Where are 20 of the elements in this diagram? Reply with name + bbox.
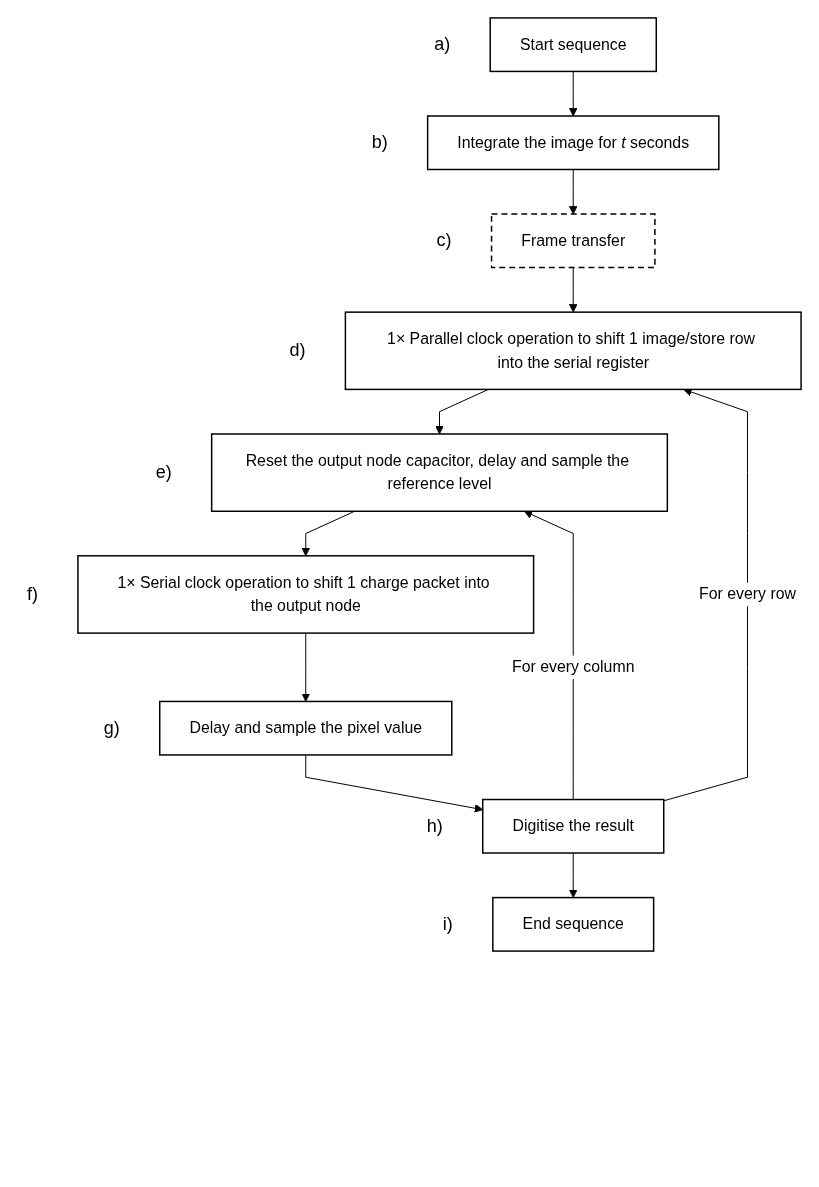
edge-label: For every row bbox=[699, 582, 796, 607]
step-letter: b) bbox=[371, 132, 388, 154]
process-box: Start sequence bbox=[489, 17, 657, 73]
step-letter: h) bbox=[426, 815, 443, 837]
step-letter: i) bbox=[442, 913, 453, 935]
step-letter: g) bbox=[103, 717, 120, 739]
step-letter: d) bbox=[289, 340, 306, 362]
process-box: End sequence bbox=[492, 896, 655, 952]
process-box: 1× Parallel clock operation to shift 1 image/store row into the serial register bbox=[344, 311, 802, 391]
process-box: 1× Serial clock operation to shift 1 charge packet into the output node bbox=[77, 555, 535, 634]
step-letter: c) bbox=[436, 230, 452, 252]
edge-label: For every column bbox=[512, 655, 635, 680]
step-letter: e) bbox=[155, 462, 172, 484]
step-letter: a) bbox=[434, 34, 451, 56]
process-box: Delay and sample the pixel value bbox=[159, 700, 453, 756]
process-box: Integrate the image for t seconds bbox=[426, 115, 720, 171]
process-box: Digitise the result bbox=[482, 798, 665, 854]
process-box: Frame transfer bbox=[490, 213, 656, 269]
step-letter: f) bbox=[26, 583, 38, 605]
process-box: Reset the output node capacitor, delay and sample the reference level bbox=[210, 433, 669, 512]
